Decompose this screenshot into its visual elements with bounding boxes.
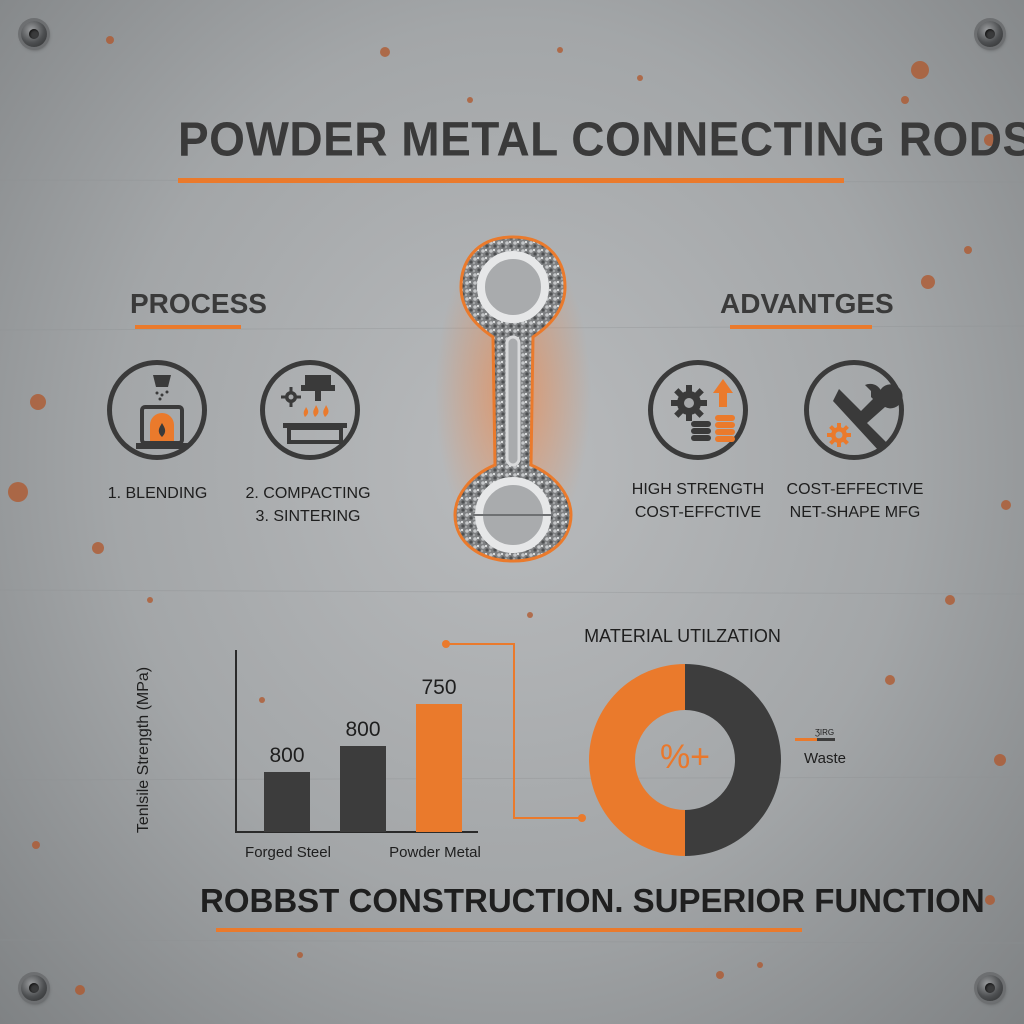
bar-2: [416, 704, 462, 832]
screw-top-left: [21, 21, 47, 47]
page-title: POWDER METAL CONNECTING RODS: [178, 111, 1024, 167]
bar-category-powder-metal: Powder Metal: [389, 844, 481, 861]
bar-value-label-1: 800: [345, 718, 380, 741]
step-sintering-label: 3. SINTERING: [255, 508, 361, 525]
process-heading: PROCESS: [130, 288, 267, 319]
legend-swatch-waste: [795, 738, 835, 741]
bar-0: [264, 772, 310, 832]
advantage-1-line2: COST-EFFCTIVE: [634, 504, 762, 521]
press-heat-icon: [260, 360, 360, 460]
advantages-underline: [730, 325, 872, 329]
screw-bottom-right: [977, 975, 1003, 1001]
advantage-2-line2: NET-SHAPE MFG: [789, 504, 921, 521]
gear-coins-arrow-icon: [648, 360, 748, 460]
footer-tagline: ROBBST CONSTRUCTION. SUPERIOR FUNCTION: [200, 882, 985, 919]
advantage-1-line1: HIGH STRENGTH: [631, 481, 765, 498]
bar-1: [340, 746, 386, 832]
material-utilization-donut: [589, 664, 781, 856]
bar-category-forged-steel: Forged Steel: [245, 844, 331, 861]
screw-top-right: [977, 21, 1003, 47]
step-compacting-label: 2. COMPACTING: [245, 485, 371, 502]
bar-value-label-0: 800: [269, 744, 304, 767]
title-underline: [178, 178, 844, 183]
connecting-rod-illustration: [435, 227, 591, 563]
process-underline: [135, 325, 241, 329]
advantages-heading: ADVANTGES: [720, 288, 894, 319]
advantage-2-line1: COST-EFFECTIVE: [786, 481, 924, 498]
footer-underline: [216, 928, 802, 932]
donut-chart-title: MATERIAL UTILZATION: [584, 626, 781, 646]
donut-slice-0: [589, 664, 685, 856]
bar-chart-axes: [235, 650, 478, 833]
chart-connector-line: [442, 640, 586, 822]
wrench-gear-icon: [804, 360, 904, 460]
legend-label-waste: Waste: [804, 750, 846, 767]
bar-chart-y-axis-title: Tenlsile Streŋgth (MPa): [135, 666, 152, 834]
legend-tiny-label: ƷIRG: [815, 728, 835, 737]
screw-bottom-left: [21, 975, 47, 1001]
donut-slice-1: [685, 664, 781, 856]
bar-value-label-2: 750: [421, 676, 456, 699]
step-blending-label: 1. BLENDING: [107, 485, 208, 502]
bar-chart: 800 800 750: [235, 650, 478, 833]
furnace-hopper-icon: [107, 360, 207, 460]
donut-center-label: %+: [659, 738, 711, 776]
